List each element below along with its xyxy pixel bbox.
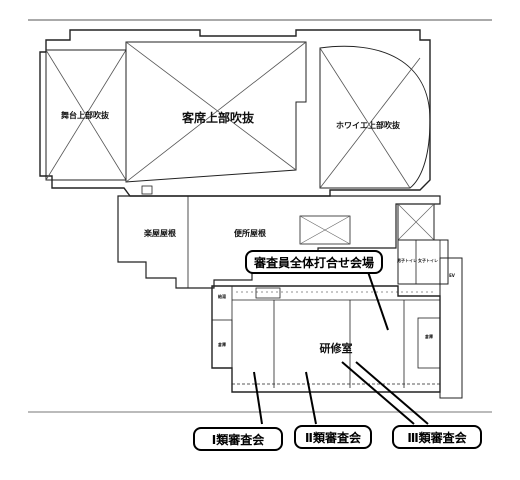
callout-all-judges-meeting: 審査員全体打合せ会場 bbox=[245, 250, 383, 274]
seating-void-x1 bbox=[125, 41, 297, 171]
seating-void-label: 客席上部吹抜 bbox=[181, 110, 255, 125]
mens-restroom-label: 男子トイレ bbox=[397, 257, 417, 263]
foyer-void-label: ホワイエ上部吹抜 bbox=[336, 120, 401, 130]
right-storage-label: 倉庫 bbox=[424, 333, 433, 339]
roof-light bbox=[299, 215, 351, 245]
womens-restroom-label: 女子トイレ bbox=[418, 257, 438, 263]
callout-category-2: Ⅱ類審査会 bbox=[294, 425, 372, 449]
foyer-void-room bbox=[319, 45, 431, 189]
roof-outline bbox=[117, 195, 441, 289]
lounge-label: 給湯 bbox=[218, 293, 226, 299]
stage-void-label: 舞台上部吹抜 bbox=[60, 110, 110, 120]
callout-category-1: Ⅰ類審査会 bbox=[193, 427, 283, 451]
stage-void-x2 bbox=[45, 49, 127, 181]
foyer-void-x2 bbox=[319, 57, 421, 189]
seating-void-x2 bbox=[125, 41, 307, 183]
foyer-void-x1 bbox=[319, 47, 411, 189]
ev-label: EV bbox=[449, 273, 456, 278]
left-storage-box bbox=[211, 319, 233, 369]
leader-category-2 bbox=[305, 371, 317, 425]
left-storage-label: 倉庫 bbox=[217, 341, 226, 347]
leader-category-1 bbox=[253, 371, 263, 425]
right-storage-box bbox=[417, 317, 441, 369]
leader-all-judges bbox=[365, 265, 389, 331]
training-room-label: 研修室 bbox=[320, 341, 353, 355]
theater-outline bbox=[39, 29, 431, 197]
restroom-block bbox=[397, 239, 449, 285]
training-block-outline bbox=[211, 285, 441, 393]
stair-mark-upper bbox=[141, 185, 153, 195]
restroom-roof-label: 便所屋根 bbox=[234, 228, 266, 238]
green-room-roof-label: 楽屋屋根 bbox=[143, 228, 176, 238]
leader-category-3a bbox=[341, 361, 415, 425]
stair-block bbox=[255, 287, 281, 299]
right-column bbox=[439, 257, 463, 399]
callout-category-3: Ⅲ類審査会 bbox=[392, 425, 482, 449]
leader-category-3b bbox=[355, 361, 429, 425]
